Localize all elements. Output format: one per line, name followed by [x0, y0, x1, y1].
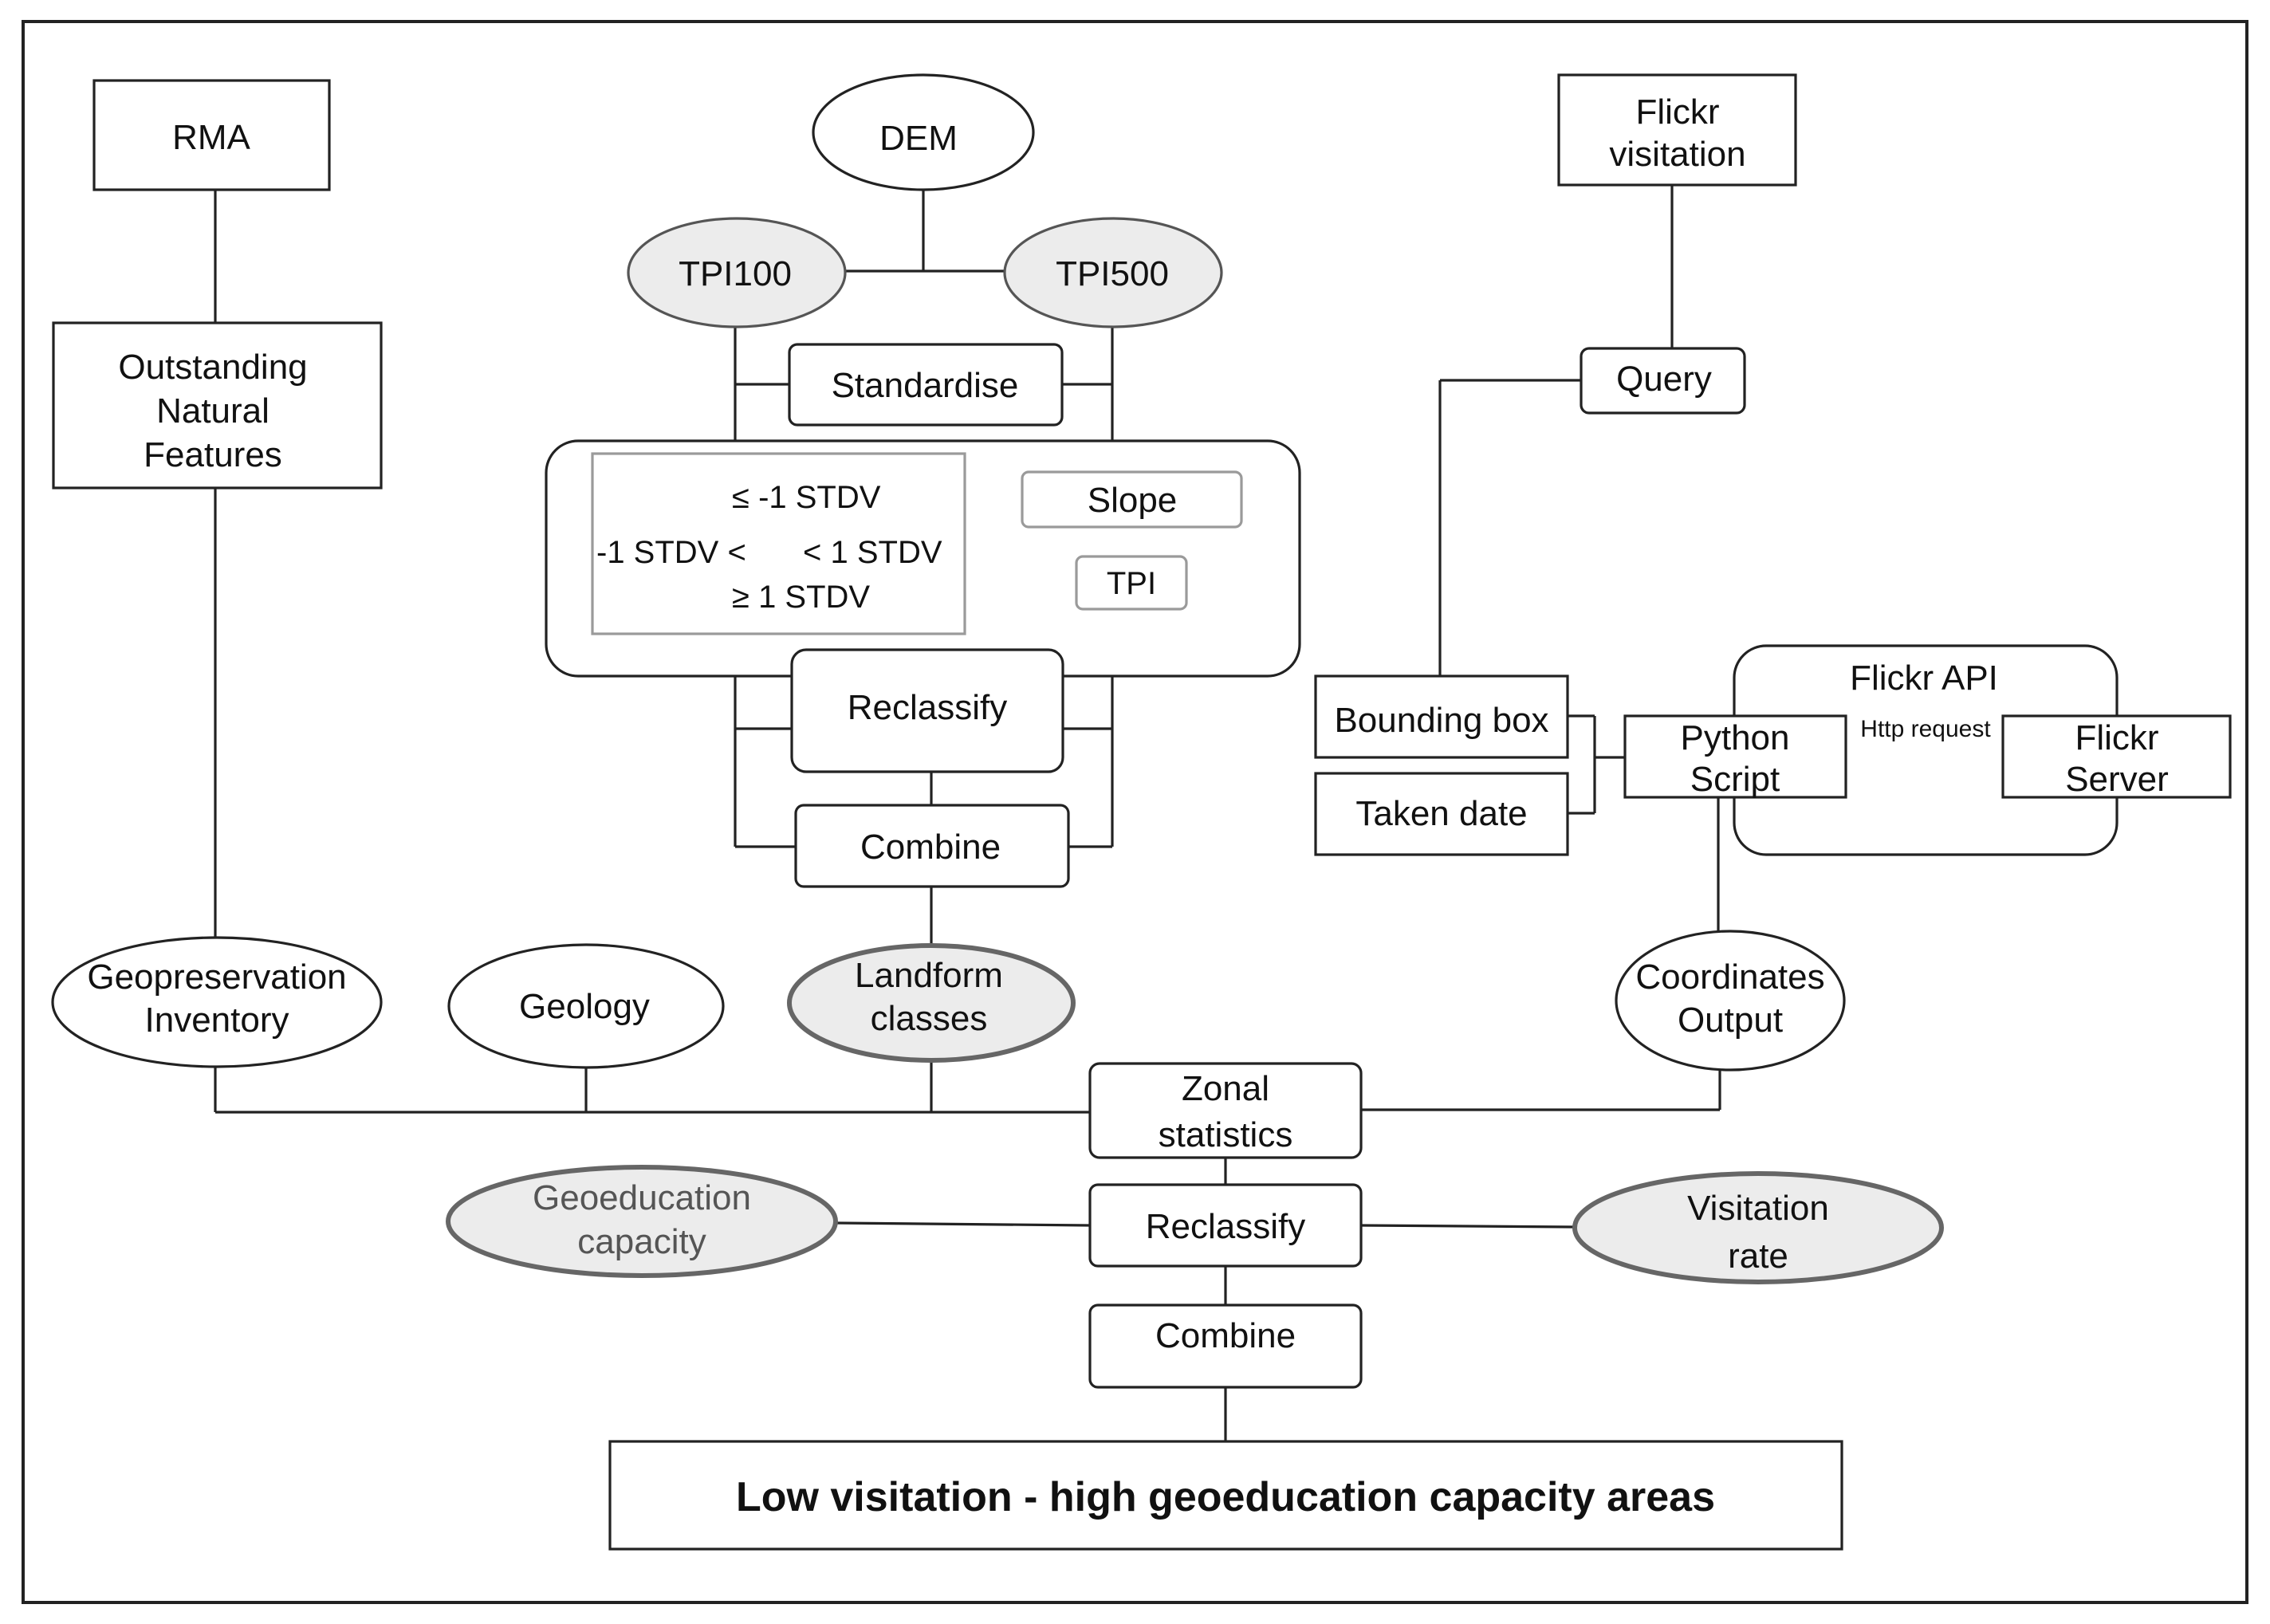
flickr-visitation-line-1: Flickr — [1635, 92, 1719, 132]
query-box: Query — [1580, 347, 1746, 415]
bounding-box-node: Bounding box — [1314, 674, 1569, 759]
visitation-rate-node: Visitation rate — [1572, 1171, 1944, 1284]
tpi-label: TPI — [1107, 566, 1156, 601]
reclassify-top-box: Reclassify — [790, 648, 1064, 773]
geopreservation-line-2: Inventory — [145, 1001, 289, 1040]
stdv-mid-right-label: < 1 STDV — [803, 535, 942, 570]
python-script-box: Python Script — [1623, 714, 1847, 799]
reclassify-bottom-box: Reclassify — [1088, 1183, 1363, 1268]
stdv-ge-label: ≥ 1 STDV — [732, 580, 870, 615]
outstanding-line-3: Features — [144, 435, 282, 474]
flickr-server-box: Flickr Server — [2001, 714, 2232, 799]
http-request-label: Http request — [1860, 716, 1991, 742]
rma-label: RMA — [172, 118, 250, 157]
reclassify-bottom-label: Reclassify — [1146, 1207, 1306, 1246]
tpi-box — [1075, 555, 1188, 611]
taken-date-label: Taken date — [1355, 794, 1527, 833]
final-output-label: Low visitation - high geoeducation capac… — [736, 1474, 1715, 1520]
combine-bottom-label: Combine — [1155, 1316, 1296, 1355]
coordinates-line-2: Output — [1678, 1001, 1783, 1040]
outstanding-line-2: Natural — [156, 391, 269, 431]
stdv-le-label: ≤ -1 STDV — [732, 480, 881, 515]
standardise-label: Standardise — [832, 366, 1019, 405]
coordinates-output-node: Coordinates Output — [1615, 930, 1846, 1072]
geopreservation-node: Geopreservation Inventory — [51, 936, 383, 1068]
tpi500-node: TPI500 — [1003, 217, 1223, 328]
landform-line-1: Landform — [855, 956, 1003, 995]
dem-label: DEM — [879, 119, 958, 158]
geoeducation-line-1: Geoeducation — [533, 1178, 751, 1217]
standardise-box: Standardise — [788, 343, 1064, 427]
visitation-line-2: rate — [1728, 1237, 1788, 1276]
zonal-line-1: Zonal — [1182, 1069, 1269, 1108]
geology-label: Geology — [519, 987, 650, 1026]
diagram-frame — [22, 20, 2248, 1604]
visitation-line-1: Visitation — [1687, 1189, 1829, 1228]
combine-top-label: Combine — [860, 828, 1001, 867]
geoeducation-capacity-node: Geoeducation capacity — [446, 1165, 838, 1278]
taken-date-node: Taken date — [1314, 772, 1569, 856]
tpi500-label: TPI500 — [1056, 254, 1169, 293]
bounding-box-label: Bounding box — [1334, 701, 1548, 740]
landform-line-2: classes — [871, 999, 988, 1038]
query-label: Query — [1616, 360, 1712, 399]
flickr-api-label: Flickr API — [1850, 659, 1998, 698]
coordinates-line-1: Coordinates — [1635, 957, 1824, 997]
outstanding-line-1: Outstanding — [118, 348, 307, 387]
rma-box: RMA — [92, 79, 331, 191]
combine-bottom-box: Combine — [1088, 1304, 1363, 1389]
reclassify-top-label: Reclassify — [848, 688, 1008, 727]
flickr-server-line-2: Server — [2065, 760, 2169, 799]
slope-box — [1021, 470, 1243, 529]
dem-node: DEM — [812, 73, 1035, 191]
geopreservation-line-1: Geopreservation — [87, 957, 346, 997]
tpi100-label: TPI100 — [679, 254, 792, 293]
python-script-line-1: Python — [1681, 718, 1790, 757]
landform-classes-node: Landform classes — [787, 943, 1076, 1063]
stdv-thresholds-box — [591, 452, 966, 635]
flickr-visitation-line-2: visitation — [1609, 135, 1745, 174]
outstanding-natural-features-box: Outstanding Natural Features — [52, 321, 383, 490]
final-output-box: Low visitation - high geoeducation capac… — [608, 1440, 1843, 1551]
flickr-visitation-box: Flickr visitation — [1557, 73, 1797, 187]
tpi100-node: TPI100 — [627, 217, 847, 328]
flickr-server-line-1: Flickr — [2075, 718, 2158, 757]
zonal-statistics-box: Zonal statistics — [1088, 1062, 1363, 1159]
geoeducation-line-2: capacity — [577, 1222, 706, 1261]
zonal-line-2: statistics — [1159, 1115, 1293, 1154]
python-script-line-2: Script — [1690, 760, 1780, 799]
slope-label: Slope — [1088, 481, 1178, 520]
geology-node: Geology — [447, 943, 725, 1069]
stdv-mid-left-label: -1 STDV < — [596, 535, 746, 570]
classification-panel: ≤ -1 STDV -1 STDV < < 1 STDV ≥ 1 STDV Sl… — [545, 439, 1301, 678]
combine-top-box: Combine — [794, 804, 1070, 888]
